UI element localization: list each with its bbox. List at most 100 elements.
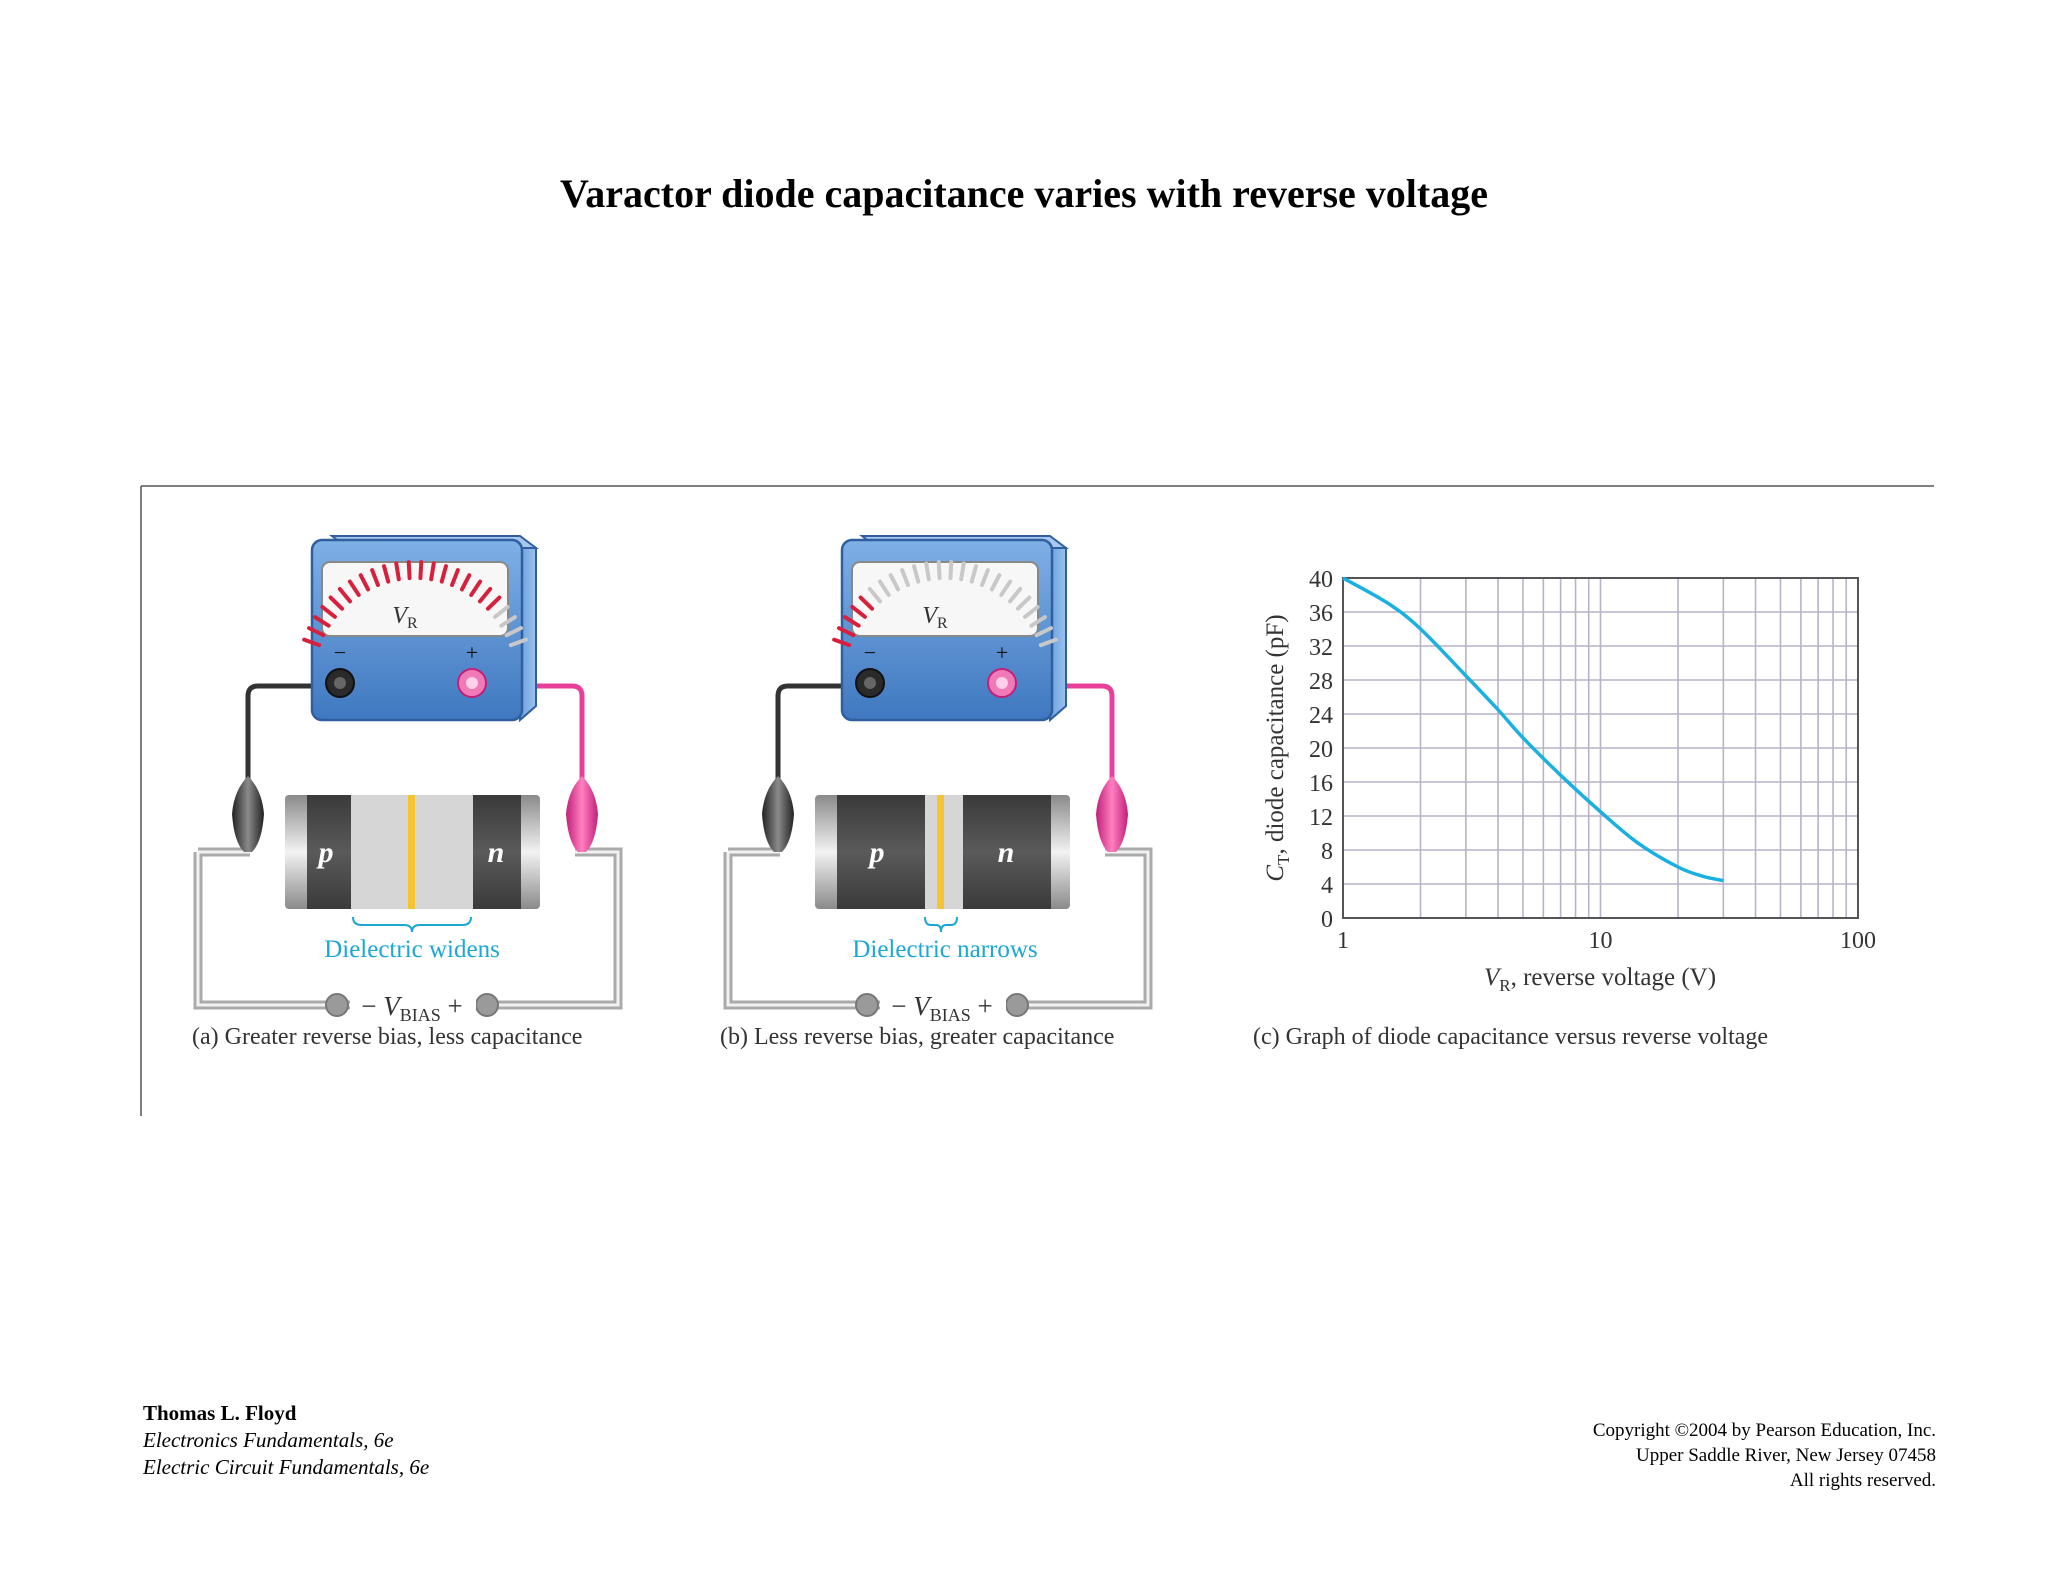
bias-terminal-minus xyxy=(855,993,879,1017)
meter-scale-tick xyxy=(858,595,875,611)
meter-scale-tick xyxy=(493,604,510,619)
caption-b: (b) Less reverse bias, greater capacitan… xyxy=(720,1024,1115,1050)
y-tick-label: 28 xyxy=(1309,669,1333,695)
footer-book-1: Electronics Fundamentals, 6e xyxy=(143,1428,394,1452)
meter-scale-tick xyxy=(459,573,472,592)
footer-copyright: Copyright ©2004 by Pearson Education, In… xyxy=(1592,1420,1936,1441)
meter-scale-tick xyxy=(832,637,852,648)
meter-scale-tick xyxy=(912,564,921,584)
y-tick-label: 8 xyxy=(1321,839,1333,865)
black-clip xyxy=(232,776,264,852)
y-tick-label: 40 xyxy=(1309,567,1333,593)
meter-scale-tick xyxy=(302,637,322,648)
x-tick-label: 10 xyxy=(1589,928,1613,954)
footer-address: Upper Saddle River, New Jersey 07458 xyxy=(1635,1445,1936,1466)
meter-scale-tick xyxy=(877,579,891,597)
meter-scale-tick xyxy=(850,604,867,619)
meter-scale-tick xyxy=(358,573,371,592)
meter-scale-tick xyxy=(320,604,337,619)
y-tick-label: 32 xyxy=(1309,635,1333,661)
meter-scale-tick xyxy=(485,595,502,611)
meter-scale-tick xyxy=(867,587,883,604)
meter-scale-tick xyxy=(307,626,326,638)
meter-scale-tick xyxy=(959,561,966,582)
black-lead xyxy=(775,683,866,780)
footer-rights: All rights reserved. xyxy=(1789,1470,1936,1491)
meter-scale-tick xyxy=(337,587,353,604)
meter-scale-tick xyxy=(969,564,978,584)
meter-scale-tick xyxy=(948,560,954,581)
meter-scale-tick xyxy=(837,626,856,638)
meter-scale-tick xyxy=(1023,604,1040,619)
p-region xyxy=(307,795,351,909)
meter-scale-tick xyxy=(999,579,1013,597)
p-region xyxy=(837,795,925,909)
y-tick-label: 12 xyxy=(1309,805,1333,831)
dielectric-label: Dielectric widens xyxy=(324,936,500,963)
junction-line xyxy=(408,795,415,909)
meter-label: VR xyxy=(922,603,948,632)
x-tick-label: 100 xyxy=(1840,928,1876,954)
meter-scale-tick xyxy=(439,564,448,584)
x-axis-label: VR, reverse voltage (V) xyxy=(1484,964,1716,995)
y-tick-label: 4 xyxy=(1321,873,1333,899)
meter-scale-tick xyxy=(328,595,345,611)
meter-scale-tick xyxy=(900,568,910,587)
capacitance-curve xyxy=(1342,576,1724,883)
footer-right: Copyright ©2004 by Pearson Education, In… xyxy=(1593,1418,1936,1493)
meter-scale-tick xyxy=(429,561,436,582)
panel-a: − VBIAS + p n Dielectric widens VR − + xyxy=(193,535,623,1025)
dielectric-brace xyxy=(352,916,472,933)
meter-scale-tick xyxy=(936,560,942,581)
pink-clip xyxy=(1096,776,1128,852)
chart-plot-border xyxy=(1342,577,1859,919)
footer-author: Thomas L. Floyd xyxy=(143,1401,297,1425)
meter-minus: − xyxy=(334,640,346,665)
meter-scale-tick xyxy=(347,579,361,597)
meter-scale-tick xyxy=(1034,626,1053,638)
y-tick-label: 20 xyxy=(1309,737,1333,763)
n-region xyxy=(473,795,521,909)
bias-terminal-plus xyxy=(1005,993,1029,1017)
y-tick-label: 0 xyxy=(1321,907,1333,933)
meter-scale-tick xyxy=(989,573,1002,592)
pink-clip xyxy=(566,776,598,852)
pink-lead xyxy=(1018,683,1115,780)
black-clip xyxy=(762,776,794,852)
meter-minus: − xyxy=(864,640,876,665)
meter-scale-tick xyxy=(370,568,380,587)
meter-scale-tick xyxy=(469,579,483,597)
bias-terminal-minus xyxy=(325,993,349,1017)
p-label: p xyxy=(316,836,334,869)
meter-scale-tick xyxy=(924,561,931,582)
meter-scale-tick xyxy=(394,561,401,582)
meter-scale-tick xyxy=(1029,615,1047,628)
dielectric-brace xyxy=(924,916,958,933)
meter-scale-tick xyxy=(980,568,990,587)
meter-scale-tick xyxy=(504,626,523,638)
bias-label: − VBIAS + xyxy=(891,991,992,1025)
meter-scale-tick xyxy=(1038,637,1058,648)
y-tick-label: 16 xyxy=(1309,771,1333,797)
meter-face xyxy=(321,561,509,637)
page-title: Varactor diode capacitance varies with r… xyxy=(560,171,1488,216)
meter-scale-tick xyxy=(450,568,460,587)
meter-scale-tick xyxy=(499,615,517,628)
caption-c: (c) Graph of diode capacitance versus re… xyxy=(1253,1024,1769,1050)
y-tick-label: 24 xyxy=(1309,703,1333,729)
meter-scale-tick xyxy=(1007,587,1023,604)
meter-plus: + xyxy=(996,640,1008,665)
bias-terminal-plus xyxy=(475,993,499,1017)
meter-label: VR xyxy=(392,603,418,632)
footer-book-2: Electric Circuit Fundamentals, 6e xyxy=(143,1455,430,1479)
meter-plus: + xyxy=(466,640,478,665)
black-lead xyxy=(245,683,336,780)
dielectric-label: Dielectric narrows xyxy=(852,936,1037,963)
meter-scale-tick xyxy=(843,615,861,628)
meter-scale xyxy=(302,560,528,648)
meter-scale-tick xyxy=(313,615,331,628)
